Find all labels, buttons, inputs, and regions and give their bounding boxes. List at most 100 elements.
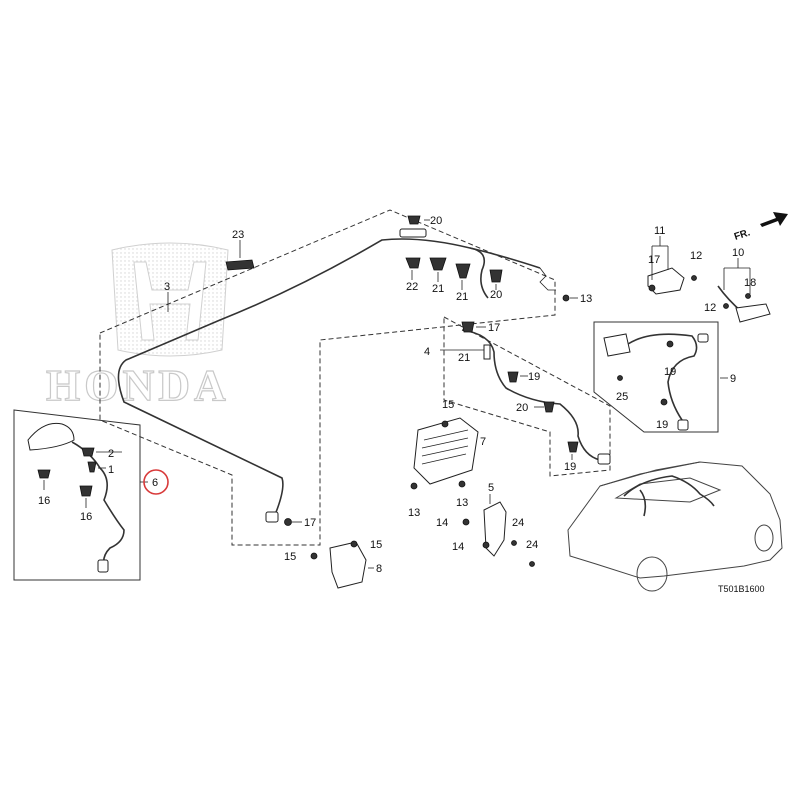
callout-20c: 20 (516, 402, 528, 414)
callout-24b: 24 (526, 539, 538, 551)
part-5-bracket (462, 501, 535, 567)
callout-10: 10 (732, 247, 744, 259)
callout-labels: 1 2 3 4 5 6 7 8 9 10 11 12 12 13 13 13 1… (38, 215, 756, 575)
bolt-24a (511, 540, 517, 546)
clip-20-cable-4 (543, 401, 555, 413)
bolt-25 (617, 375, 623, 381)
bolt-15-amp (441, 420, 449, 428)
part-23-pad (225, 259, 255, 271)
part-7-amplifier (410, 417, 479, 490)
clip-15-mount-b (350, 540, 358, 548)
honda-watermark-text: HONDA (46, 361, 230, 410)
highlight-circle-callout-6 (143, 469, 169, 495)
part-9-box (593, 321, 719, 433)
callout-19d: 19 (656, 419, 668, 431)
callout-21b: 21 (456, 291, 468, 303)
clip-16a (37, 469, 51, 479)
callout-17a: 17 (304, 517, 316, 529)
callout-15c: 15 (284, 551, 296, 563)
front-wheel (636, 556, 668, 592)
cable-3-upper-connector (399, 228, 427, 238)
diagram-code: T501B1600 (718, 584, 765, 594)
callout-19b: 19 (564, 461, 576, 473)
clip-19-part-9b (660, 398, 668, 406)
part-6-roof-antenna (27, 422, 125, 573)
clip-19-part-9a (666, 340, 674, 348)
cable-3-frame (99, 209, 556, 546)
callout-19a: 19 (528, 371, 540, 383)
callout-15b: 15 (370, 539, 382, 551)
part-10-bracket (717, 285, 771, 323)
front-arrow-icon (760, 212, 788, 227)
bolt-12-part-10 (723, 303, 729, 309)
vehicle-location-view (567, 461, 783, 592)
part-3-cable (117, 228, 556, 523)
cable-9-end-connector (697, 333, 709, 343)
callout-15a: 15 (442, 399, 454, 411)
callout-22: 22 (406, 281, 418, 293)
part-11-bracket (647, 267, 697, 295)
clip-20-mid (489, 269, 503, 283)
clip-20-top (407, 215, 421, 225)
antenna-connector-6 (97, 559, 109, 573)
clip-17-cable-3 (284, 518, 292, 526)
front-direction-indicator: FR. (733, 212, 788, 243)
clip-17-cable-4 (461, 321, 475, 333)
clip-19-cable-4b (567, 441, 579, 453)
callout-21a: 21 (432, 283, 444, 295)
callout-13c: 13 (456, 497, 468, 509)
bolt-24b (529, 561, 535, 567)
callout-18: 18 (744, 277, 756, 289)
cable-9-lower-connector (677, 419, 689, 431)
callout-14b: 14 (452, 541, 464, 553)
callout-9: 9 (730, 373, 736, 385)
honda-watermark: HONDA (45, 242, 230, 411)
callout-20b: 20 (490, 289, 502, 301)
callout-25: 25 (616, 391, 628, 403)
cable-3-end-connector (265, 511, 279, 523)
clip-15-mount-a (310, 552, 318, 560)
clip-16b (79, 485, 93, 497)
bolt-13-amp (410, 482, 418, 490)
callout-11: 11 (654, 225, 665, 237)
callout-5: 5 (488, 482, 494, 494)
clip-14b (482, 541, 490, 549)
part-4-cable (461, 321, 611, 465)
callout-14a: 14 (436, 517, 448, 529)
callout-12a: 12 (690, 250, 702, 262)
clip-21a (429, 257, 447, 271)
callout-7: 7 (480, 436, 486, 448)
clip-14a (462, 518, 470, 526)
clip-21b (455, 263, 471, 279)
callout-23: 23 (232, 229, 244, 241)
callout-13b: 13 (408, 507, 420, 519)
leader-lines (43, 219, 751, 569)
callout-16a: 16 (38, 495, 50, 507)
front-direction-label: FR. (733, 227, 752, 243)
clip-21-cable-4 (483, 344, 491, 360)
clip-19-cable-4a (507, 371, 519, 383)
cable-4-frame (443, 316, 611, 477)
callout-19c: 19 (664, 366, 676, 378)
callout-17c: 17 (648, 254, 660, 266)
callout-21c: 21 (458, 352, 470, 364)
cable-4-end-connector (597, 453, 611, 465)
part-9-cable (603, 333, 709, 431)
shark-fin-antenna (27, 422, 75, 451)
bolt-13-cable-3 (562, 294, 570, 302)
callout-20a: 20 (430, 215, 442, 227)
part-8-mount (310, 540, 367, 589)
callout-4: 4 (424, 346, 430, 358)
callout-1: 1 (108, 464, 114, 476)
bolt-1 (87, 461, 97, 473)
rear-wheel (754, 524, 774, 552)
clip-18 (745, 293, 751, 299)
callout-3: 3 (164, 281, 170, 293)
bolt-12-part-11 (691, 275, 697, 281)
clip-17-part-11 (648, 284, 656, 292)
clip-22 (405, 257, 421, 269)
callout-6: 6 (152, 477, 158, 489)
part-6-box (13, 409, 141, 581)
